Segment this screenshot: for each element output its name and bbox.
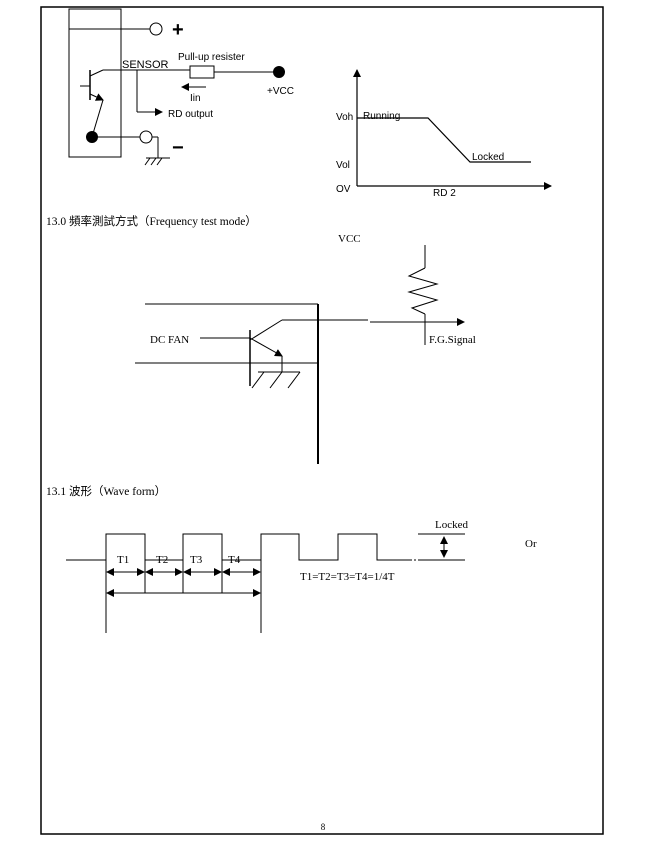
resistor-label: Pull-up resister (178, 52, 245, 63)
ground-hatch-3 (156, 157, 163, 166)
period-formula: T1=T2=T3=T4=1/4T (300, 571, 395, 583)
fg-signal-label: F.G.Signal (429, 334, 476, 346)
pull-up-zigzag (407, 267, 439, 315)
t2-label: T2 (156, 554, 168, 566)
fan-module-box (68, 8, 122, 158)
frequency-test-circuit: VCC F.G.Signal DC FAN (135, 233, 476, 464)
rd-graph: Voh Vol OV Running Locked RD 2 (336, 69, 552, 199)
square-wave (66, 533, 410, 561)
test-ground-hatch-3 (287, 371, 301, 389)
test-transistor-collector (249, 319, 283, 341)
plus-label: + (172, 19, 184, 41)
minus-terminal (139, 130, 153, 144)
transistor-emitter (89, 93, 104, 101)
vcc-label: +VCC (267, 86, 294, 97)
ground-hatch-1 (144, 157, 151, 166)
t3-label: T3 (190, 554, 203, 566)
voh-label: Voh (336, 112, 353, 123)
ov-label: OV (336, 184, 351, 195)
pull-up-resistor (189, 65, 215, 79)
running-label: Running (363, 111, 400, 122)
ground-hatch-2 (150, 157, 157, 166)
rd-output-label: RD output (168, 109, 213, 120)
or-label: Or (525, 538, 537, 550)
test-ground-hatch-1 (251, 371, 265, 389)
rd-graph-x-label: RD 2 (433, 188, 456, 199)
locked-state-label: Locked (472, 152, 504, 163)
test-transistor-emitter (249, 337, 283, 357)
rd-graph-trace (357, 117, 531, 163)
section-13-0-heading: 13.0 頻率測試方式（Frequency test mode） (46, 214, 257, 228)
sensor-label: SENSOR (122, 59, 169, 71)
emitter-wire (91, 99, 104, 138)
transistor-collector (89, 69, 104, 77)
vcc-terminal (273, 66, 285, 78)
current-label: Iin (190, 93, 201, 104)
sensor-circuit: + SENSOR Pull-up resister +VCC Iin RD ou… (68, 8, 294, 166)
t4-label: T4 (228, 554, 241, 566)
test-ground-hatch-2 (269, 371, 283, 389)
t1-label: T1 (117, 554, 129, 566)
wave-locked-label: Locked (435, 519, 468, 531)
section-13-1-heading: 13.1 波形（Wave form） (46, 485, 166, 498)
test-vcc-label: VCC (338, 233, 361, 245)
page-border (40, 6, 604, 835)
waveform-diagram: Locked Or T1 T2 T3 T4 T1=T2=T3=T4=1/4T (66, 519, 537, 633)
dc-fan-label: DC FAN (150, 334, 189, 346)
page-number: 8 (321, 822, 326, 832)
vol-label: Vol (336, 160, 350, 171)
minus-label: − (172, 137, 184, 159)
plus-terminal (149, 22, 163, 36)
